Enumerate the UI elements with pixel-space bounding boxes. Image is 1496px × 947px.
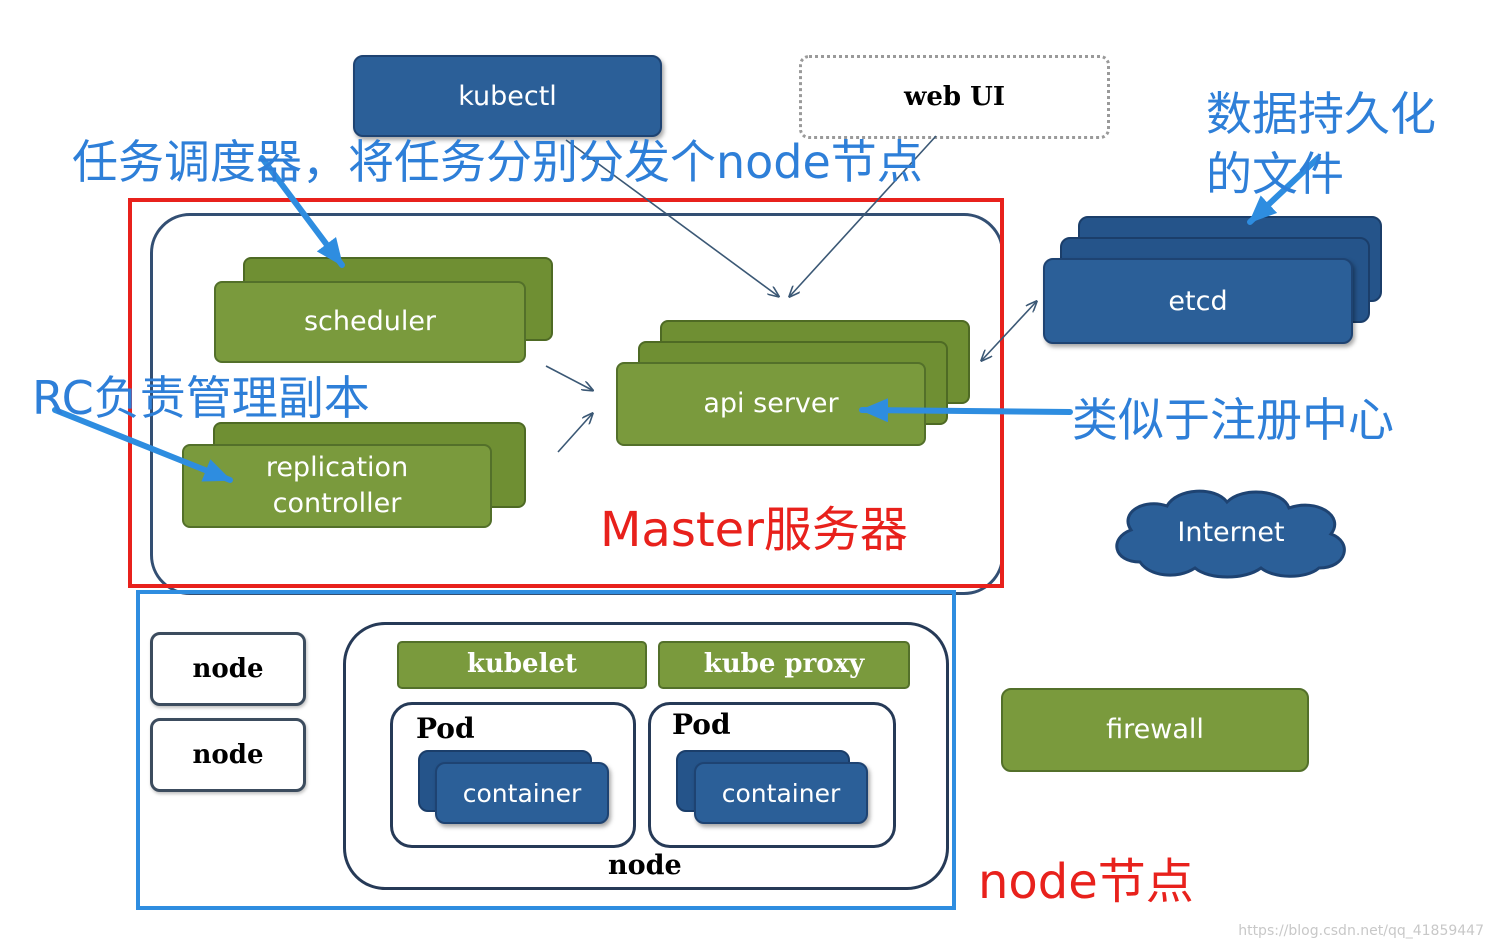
scheduler-label: scheduler [303,305,437,337]
node-detail-outline [343,622,949,890]
node-b-label: node [192,740,264,770]
node-highlight-rect [136,590,956,910]
node-label: node节点 [978,854,1194,910]
replication-to-api-arrow [557,414,592,453]
firewall-box: firewall [1001,688,1309,772]
kube-proxy-label: kube proxy [703,649,865,680]
scheduler-box: scheduler [214,281,526,363]
web-ui-label: web UI [904,82,1005,112]
thin-arrows [545,135,1036,453]
etcd-box: etcd [1043,258,1353,344]
internet-cloud [1115,489,1346,579]
kubelet-label: kubelet [466,649,578,680]
kubectl-to-api-arrow [565,139,778,296]
node-box-a: node [150,632,306,706]
scheduler-to-api-arrow [545,365,592,390]
rc-note: RC负责管理副本 [32,371,370,425]
kubelet-box: kubelet [397,641,647,689]
replication-controller-box: replication controller [182,444,492,528]
scheduler-note: 任务调度器，将任务分别分发个node节点 [72,135,923,189]
kubectl-box: kubectl [353,55,662,137]
etcd-label: etcd [1168,285,1228,317]
callout-arrows [52,155,1321,483]
pod2-container-label: container [721,778,841,808]
api-server-label: api server [703,387,839,419]
pod1-title: Pod [416,712,475,745]
persist-note-line2: 的文件 [1206,147,1344,201]
web-ui-box: web UI [799,55,1110,139]
kubectl-label: kubectl [458,80,557,112]
persist-callout-arrow [1247,155,1321,225]
internet-label-wrap: Internet [1105,484,1357,580]
rc-callout-arrow [52,407,233,483]
node-a-label: node [192,654,264,684]
internet-label: Internet [1177,516,1285,548]
kube-proxy-box: kube proxy [658,641,910,689]
replication-label-line1: replication [265,451,409,483]
persist-note-line1: 数据持久化 [1206,87,1436,141]
node-caption: node [608,850,682,881]
scheduler-callout-arrow [259,155,345,268]
firewall-label: firewall [1106,713,1204,745]
registry-note: 类似于注册中心 [1072,393,1394,447]
replication-label-line2: controller [272,488,402,519]
master-label: Master服务器 [600,502,908,558]
api-etcd-double-arrow [982,302,1036,360]
pod1-container-box: container [435,762,609,824]
pod2-container-box: container [694,762,868,824]
webui-to-api-arrow [790,135,937,296]
watermark: https://blog.csdn.net/qq_41859447 [1238,923,1484,939]
pod2-title: Pod [672,708,731,741]
pod1-container-label: container [462,778,582,808]
node-box-b: node [150,718,306,792]
registry-callout-arrow [859,398,1073,423]
master-highlight-rect [128,198,1004,588]
